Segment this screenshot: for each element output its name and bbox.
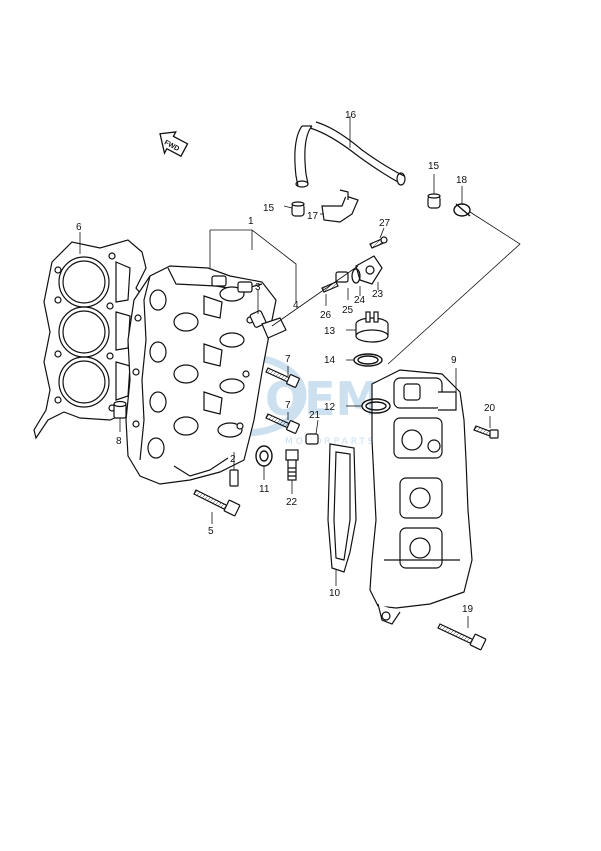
fwd-arrow-icon: FWD	[159, 131, 189, 158]
bolt-26	[321, 281, 339, 293]
watermark-text: MOTORPARTS	[285, 437, 377, 447]
callout-21: 21	[309, 410, 321, 421]
callout-5: 5	[208, 526, 214, 537]
callout-1: 1	[248, 216, 254, 227]
clip-17	[321, 189, 359, 223]
bolt-7a	[265, 367, 300, 388]
callout-6: 6	[76, 222, 82, 233]
cylinder-head-cover	[369, 369, 473, 625]
callout-11: 11	[259, 484, 270, 495]
callout-23: 23	[372, 289, 384, 300]
callout-2: 2	[230, 454, 236, 465]
callout-9: 9	[451, 355, 457, 366]
sensor-22	[285, 449, 299, 481]
fitting	[261, 317, 287, 339]
callout-19: 19	[462, 604, 474, 615]
plug-15b	[427, 193, 441, 209]
callout-26: 26	[320, 310, 332, 321]
dowel-pin	[113, 400, 127, 419]
callout-15a: 15	[263, 203, 275, 214]
callout-15b: 15	[428, 161, 440, 172]
bolt-7b	[265, 413, 300, 434]
callout-10: 10	[329, 588, 341, 599]
callout-3: 3	[255, 282, 261, 293]
callout-18: 18	[456, 175, 468, 186]
callout-16: 16	[345, 110, 357, 121]
callout-20: 20	[484, 403, 496, 414]
bolt-27	[369, 236, 388, 249]
callout-12: 12	[324, 402, 336, 413]
callout-7a: 7	[285, 354, 291, 365]
water-hose-16	[294, 121, 406, 188]
plug-15a	[291, 201, 305, 217]
bolt-5	[193, 489, 241, 517]
callout-4: 4	[293, 300, 299, 311]
cylinder-head	[125, 265, 277, 485]
callout-22: 22	[286, 497, 298, 508]
fitting-21	[305, 433, 319, 445]
callout-13: 13	[324, 326, 336, 337]
gasket-ring-14	[353, 353, 383, 367]
o-ring-24	[351, 268, 361, 284]
callout-14: 14	[324, 355, 336, 366]
pin-2	[229, 469, 239, 487]
leader-lines	[79, 116, 521, 628]
callouts: 6 1 3 4 7 7 8 2 11 22 21 5 16 15 15 18 1…	[76, 110, 496, 615]
callout-7b: 7	[285, 400, 291, 411]
callout-8: 8	[116, 436, 122, 447]
clamp-18	[453, 203, 471, 217]
callout-27: 27	[379, 218, 391, 229]
bolt-19	[437, 623, 487, 651]
callout-24: 24	[354, 295, 366, 306]
bolt-20	[473, 425, 499, 439]
washer-11	[255, 445, 273, 467]
cover-gasket	[327, 443, 357, 573]
thermostat-cap-13	[355, 311, 389, 343]
callout-25: 25	[342, 305, 354, 316]
callout-17: 17	[307, 211, 319, 222]
sleeve	[249, 310, 267, 328]
